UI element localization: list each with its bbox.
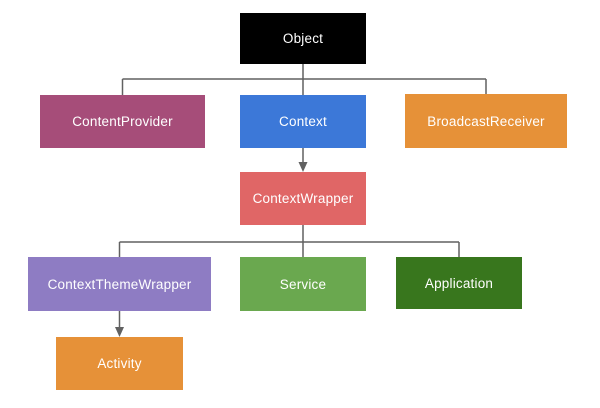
node-context-wrapper: ContextWrapper [240, 172, 366, 225]
node-application: Application [396, 257, 522, 309]
node-service: Service [240, 257, 366, 311]
node-broadcast-receiver: BroadcastReceiver [405, 94, 567, 148]
node-context-theme-wrapper: ContextThemeWrapper [28, 257, 211, 311]
node-activity: Activity [56, 337, 183, 390]
node-context: Context [240, 95, 366, 148]
arrowhead-activity [115, 327, 124, 337]
node-content-provider: ContentProvider [40, 95, 205, 148]
arrowhead-contextwrapper [298, 162, 308, 172]
node-object: Object [240, 13, 366, 64]
